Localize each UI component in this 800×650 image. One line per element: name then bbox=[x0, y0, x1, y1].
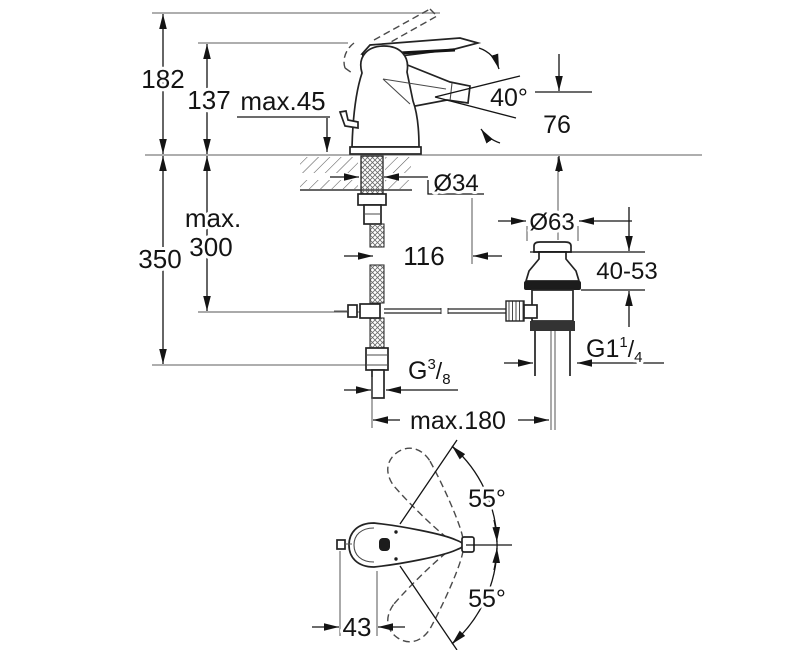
dim-label-dia63: Ø63 bbox=[529, 209, 574, 236]
dim-label-55-bottom: 55° bbox=[468, 585, 506, 613]
deck-hatch-left-lower bbox=[300, 180, 358, 189]
dim-label-max180: max.180 bbox=[410, 407, 506, 435]
handle-top-view bbox=[348, 522, 464, 568]
swing-arrow-bottom bbox=[451, 630, 466, 645]
swing-arrow-mid-upper bbox=[492, 519, 501, 543]
lever-raised-dashed-outline bbox=[373, 8, 438, 48]
dim-label-g114: G11/4 bbox=[586, 334, 642, 366]
faucet-body bbox=[351, 45, 420, 148]
dim-label-g38: G3/8 bbox=[408, 356, 451, 388]
swing-angle-annotation: 55° 55° 43 bbox=[312, 439, 512, 650]
flex-hose-lower bbox=[369, 317, 385, 349]
g114-base: G1 bbox=[586, 335, 619, 363]
hose-union-nut bbox=[365, 347, 389, 371]
waste-lock-nut bbox=[530, 321, 575, 331]
dim-4053-extent-lines bbox=[530, 251, 645, 291]
dim-label-dia34: Ø34 bbox=[433, 170, 478, 197]
pull-rod-tee bbox=[359, 303, 381, 319]
swing-arrow-mid-lower bbox=[492, 547, 501, 571]
left-dimensions: 182 137 max.45 350 max. 300 bbox=[135, 13, 331, 364]
dim-label-300: 300 bbox=[189, 232, 232, 262]
body-inner-lines bbox=[382, 78, 447, 105]
g114-sup: 1 bbox=[619, 334, 627, 351]
waste-outlet-tube bbox=[534, 331, 571, 376]
spray-angle-annotation: 40° 76 bbox=[434, 47, 592, 172]
spray-angle-arrow-top bbox=[478, 47, 500, 70]
deck-hatch-left-upper bbox=[300, 157, 358, 173]
g114-sub: 4 bbox=[634, 349, 642, 366]
pop-up-rod-knob bbox=[338, 110, 359, 129]
dim-label-40deg: 40° bbox=[490, 84, 528, 112]
top-view-handle bbox=[336, 447, 475, 643]
dim-label-76: 76 bbox=[543, 111, 571, 139]
waste-outlet-centerline bbox=[550, 331, 556, 430]
flex-hose-upper bbox=[369, 223, 385, 248]
pull-rod-break-ticks bbox=[440, 308, 449, 314]
swing-angle-rays bbox=[399, 439, 458, 650]
mounting-washer bbox=[357, 193, 387, 206]
dim-label-137: 137 bbox=[187, 85, 230, 115]
spout bbox=[403, 62, 471, 109]
handle-dot-top bbox=[394, 530, 398, 534]
dim-label-max: max. bbox=[185, 203, 241, 233]
aerator-split-line bbox=[449, 82, 453, 102]
flex-hose-middle bbox=[369, 264, 385, 304]
dim-label-182: 182 bbox=[141, 64, 184, 94]
supply-tube-end bbox=[371, 369, 385, 399]
reference-lines bbox=[145, 12, 702, 366]
g38-sub: 8 bbox=[442, 371, 450, 388]
horizontal-pull-rod bbox=[384, 308, 506, 314]
deck-hatch-right-lower bbox=[385, 180, 411, 189]
threaded-shank bbox=[360, 155, 384, 195]
spray-angle-rays bbox=[434, 75, 521, 119]
handle-inner-outline bbox=[353, 527, 375, 563]
waste-mid-body bbox=[531, 289, 574, 322]
dim-label-55-top: 55° bbox=[468, 485, 506, 513]
dim-43-extension-lines bbox=[339, 551, 378, 636]
spray-angle-arrow-bottom bbox=[480, 128, 501, 144]
swing-arrow-top bbox=[451, 445, 466, 460]
waste-seal-ring bbox=[524, 281, 581, 290]
pull-rod-knurled-knob bbox=[505, 300, 525, 322]
handle-slot bbox=[379, 538, 390, 551]
waste-plug-cap bbox=[533, 241, 572, 253]
g38-base: G bbox=[408, 357, 427, 385]
front-view-faucet bbox=[338, 8, 482, 155]
center-dimensions: Ø34 116 bbox=[330, 167, 502, 274]
dim-label-350: 350 bbox=[138, 244, 181, 274]
deck-section bbox=[300, 155, 506, 399]
dim-34-label-box bbox=[427, 180, 484, 195]
handle-dot-bottom bbox=[394, 557, 398, 561]
handle-rear-pin bbox=[336, 539, 346, 550]
dim-label-43: 43 bbox=[343, 612, 372, 642]
pivot-dashed-outline bbox=[343, 42, 355, 74]
dim-label-4053: 40-53 bbox=[596, 258, 657, 285]
pull-rod-clamp bbox=[347, 304, 358, 318]
hose-union-nut-lines bbox=[366, 354, 388, 366]
dim-63-extension-lines bbox=[526, 226, 579, 241]
waste-dimensions: Ø63 40-53 G11/4 bbox=[498, 206, 664, 369]
dim-label-max45: max.45 bbox=[240, 86, 325, 116]
dim-label-116: 116 bbox=[403, 241, 444, 271]
deck-hatch-right-upper bbox=[385, 157, 411, 173]
g38-sup: 3 bbox=[427, 356, 435, 373]
waste-flange-body bbox=[524, 251, 581, 282]
pop-up-waste bbox=[505, 241, 581, 430]
pull-rod-connector bbox=[523, 304, 538, 319]
faucet-base-plate bbox=[349, 146, 422, 155]
